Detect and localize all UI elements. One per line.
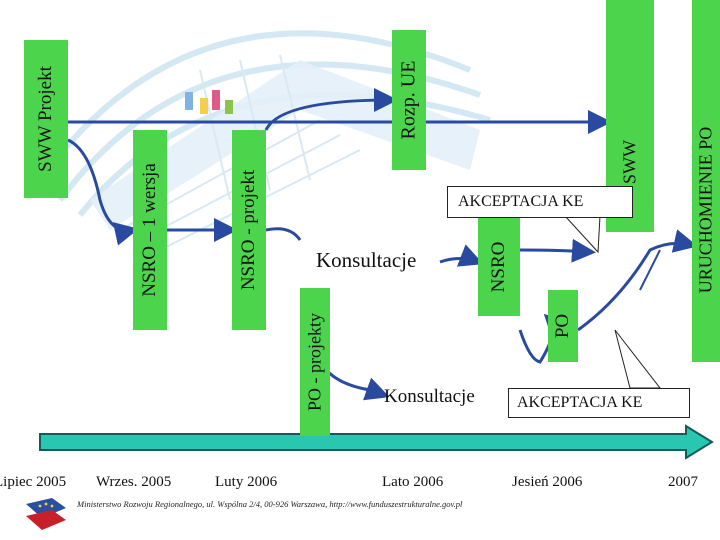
uruchomienie-po-label: URUCHOMIENIE PO — [695, 126, 716, 294]
nsro-1-wersja-label: NSRO – 1 wersja — [139, 163, 160, 297]
nsro-box: NSRO — [478, 218, 520, 316]
timeline-label-lipiec-2005: Lipiec 2005 — [0, 474, 67, 490]
akceptacja-ke-callout-pointer — [563, 215, 601, 254]
flag-decoration-icon — [185, 90, 233, 114]
flow-line-po-to-uruchomienie — [577, 229, 698, 332]
timeline-label-wrzes-2005: Wrzes. 2005 — [96, 474, 172, 490]
sww-projekt-box: SWW Projekt — [24, 40, 68, 198]
konsultacje-label-1: Konsultacje — [316, 248, 417, 272]
akceptacja-ke-box-2: AKCEPTACJA KE — [508, 388, 690, 418]
timeline-label-lato-2006: Lato 2006 — [382, 474, 444, 490]
po-projekty-label: PO - projekty — [304, 313, 325, 411]
akceptacja-ke-callout-pointer-2 — [614, 329, 662, 389]
rozp-ue-label: Rozp. UE — [397, 60, 420, 140]
timeline-arrow — [39, 424, 714, 460]
flow-line-to-nsro-1 — [67, 138, 139, 246]
akceptacja-ke-label-1: AKCEPTACJA KE — [458, 193, 584, 210]
flow-line-to-nsro — [439, 244, 484, 267]
flow-line-to-konsultacje — [265, 227, 302, 241]
akceptacja-ke-label-2: AKCEPTACJA KE — [517, 394, 643, 411]
po-projekty-box: PO - projekty — [300, 288, 330, 436]
po-box: PO — [548, 290, 578, 362]
nsro-projekt-box: NSRO - projekt — [232, 130, 266, 330]
uruchomienie-po-box: URUCHOMIENIE PO — [692, 0, 720, 362]
rozp-ue-box: Rozp. UE — [392, 30, 426, 170]
konsultacje-label-2: Konsultacje — [384, 386, 475, 407]
sww-projekt-label: SWW Projekt — [35, 66, 56, 172]
sww-label: SWW — [619, 140, 640, 185]
nsro-projekt-label: NSRO - projekt — [238, 169, 259, 291]
footer-address: Ministerstwo Rozwoju Regionalnego, ul. W… — [77, 499, 463, 509]
timeline-label-jesien-2006: Jesień 2006 — [512, 474, 583, 490]
nsro-1-wersja-box: NSRO – 1 wersja — [133, 130, 167, 330]
po-label: PO — [552, 313, 573, 339]
timeline-label-2007: 2007 — [668, 474, 698, 490]
timeline-label-luty-2006: Luty 2006 — [215, 474, 278, 490]
flow-line-to-rozp-ue — [264, 88, 398, 131]
akceptacja-ke-box-1: AKCEPTACJA KE — [447, 186, 633, 218]
flow-line-akceptacja-link — [639, 249, 661, 291]
flow-line-nsro-to-po — [519, 238, 596, 263]
nsro-label: NSRO — [488, 241, 509, 293]
eu-flag-logo-icon — [26, 498, 66, 530]
